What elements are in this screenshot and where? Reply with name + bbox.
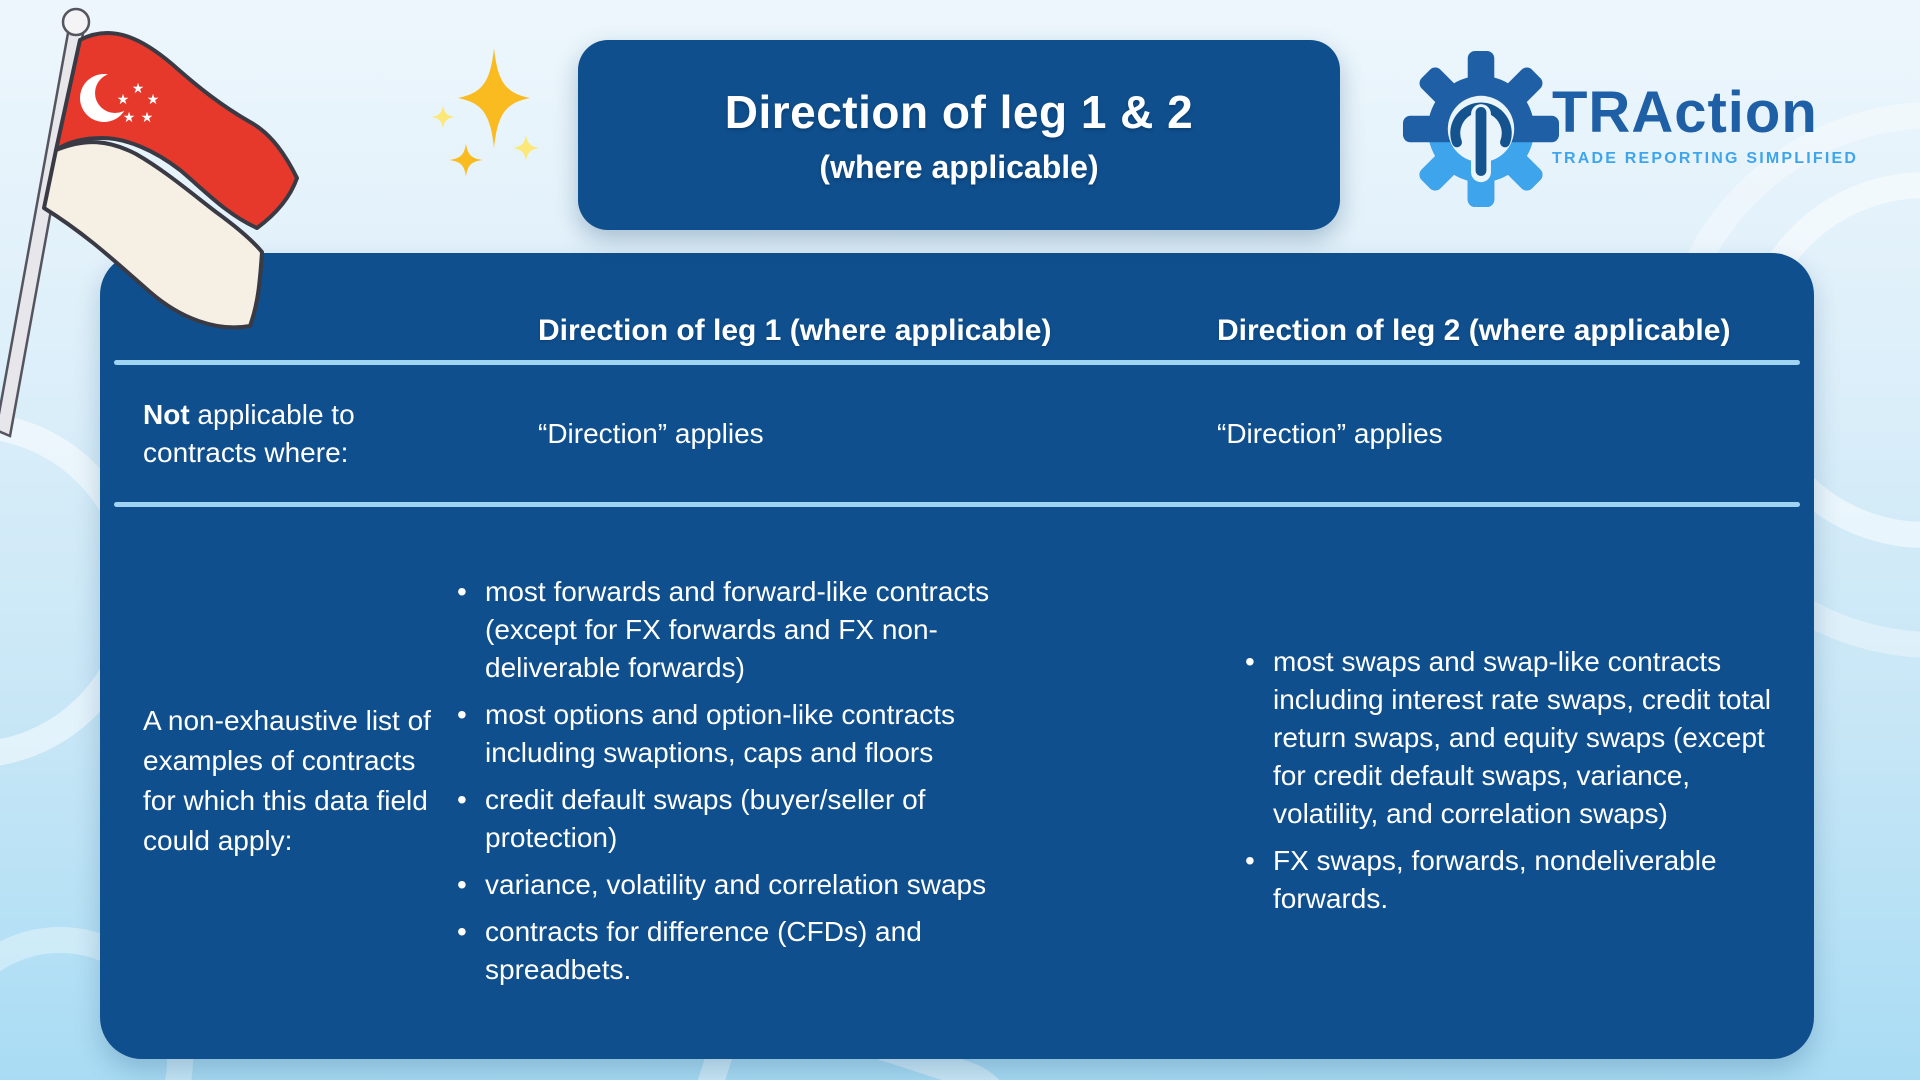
title-banner: Direction of leg 1 & 2 (where applicable… (578, 40, 1340, 230)
svg-text:★: ★ (147, 92, 160, 108)
row-label-rest: applicable to contracts where: (143, 398, 355, 468)
bullet-item: contracts for difference (CFDs) and spre… (456, 913, 1030, 989)
svg-text:★: ★ (117, 92, 130, 108)
column-header-leg1: Direction of leg 1 (where applicable) (538, 313, 1052, 347)
leg2-bullet-list: most swaps and swap-like contracts inclu… (1244, 643, 1773, 918)
comparison-table: Direction of leg 1 (where applicable) Di… (100, 253, 1814, 1059)
svg-text:★: ★ (132, 81, 145, 97)
examples-label-text: A non-exhaustive list of examples of con… (143, 704, 431, 856)
bullet-item: most options and option-like contracts i… (456, 696, 1030, 772)
sparkle-big (458, 48, 530, 148)
cell-leg1-direction-applies: “Direction” applies (538, 417, 764, 449)
sparkle-small-right (512, 134, 540, 162)
singapore-flag-icon: ★ ★ ★ ★ ★ (0, 7, 299, 438)
page-title: Direction of leg 1 & 2 (724, 85, 1194, 138)
bullet-item: most swaps and swap-like contracts inclu… (1244, 643, 1773, 833)
traction-logo: TRAction TRADE REPORTING SIMPLIFIED (1552, 84, 1858, 168)
sparkle-small-left (431, 105, 455, 129)
svg-text:★: ★ (123, 110, 136, 126)
column-header-leg2: Direction of leg 2 (where applicable) (1217, 313, 1731, 347)
bullet-item: credit default swaps (buyer/seller of pr… (456, 781, 1030, 857)
flag-pole-ball (61, 7, 91, 37)
flag-crescent-and-stars: ★ ★ ★ ★ ★ (80, 73, 159, 126)
bullet-item: FX swaps, forwards, nondeliverable forwa… (1244, 842, 1773, 918)
row-label-not-applicable: Not applicable to contracts where: (143, 365, 423, 502)
svg-text:★: ★ (141, 110, 154, 126)
leg1-bullet-list: most forwards and forward-like contracts… (456, 573, 1030, 989)
cell-leg1-examples: most forwards and forward-like contracts… (456, 502, 1046, 1059)
bullet-item: most forwards and forward-like contracts… (456, 573, 1030, 687)
cell-leg2-direction-applies: “Direction” applies (1217, 417, 1443, 449)
sparkle-icon (431, 48, 540, 177)
logo-wordmark: TRAction (1552, 80, 1818, 145)
traction-gear-logo-icon (1402, 50, 1560, 208)
sparkle-small-gold (449, 143, 483, 177)
logo-tagline: TRADE REPORTING SIMPLIFIED (1552, 150, 1859, 167)
table-divider (114, 502, 1800, 507)
cell-leg2-examples: most swaps and swap-like contracts inclu… (1244, 502, 1789, 1059)
row-label-bold: Not (143, 398, 190, 430)
page-subtitle: (where applicable) (819, 148, 1099, 185)
table-divider (114, 360, 1800, 365)
flag-white-band (42, 140, 264, 330)
row-label-examples: A non-exhaustive list of examples of con… (143, 502, 455, 1059)
bullet-item: variance, volatility and correlation swa… (456, 866, 1030, 904)
